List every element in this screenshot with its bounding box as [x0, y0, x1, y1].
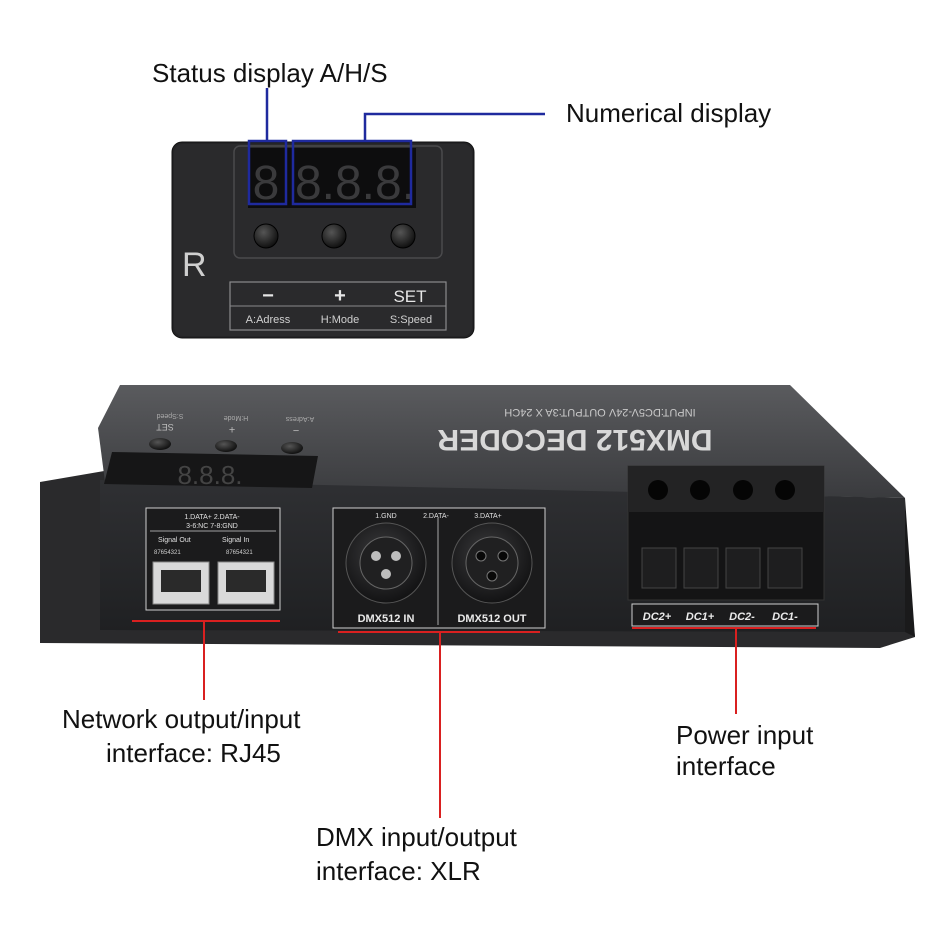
top-mode-label: H:Mode	[224, 414, 249, 421]
top-minus-button[interactable]	[149, 438, 171, 450]
top-speed-label: S:Speed	[156, 412, 183, 419]
set-button-symbol: SET	[393, 287, 426, 306]
status-display-callout: Status display A/H/S	[152, 58, 388, 88]
plus-button[interactable]	[321, 223, 347, 249]
status-digit: 8	[253, 157, 280, 210]
rj45-in-pins: 87654321	[226, 550, 253, 556]
device-title: DMX512 DECODER	[437, 423, 712, 456]
control-panel-closeup: 8 8.8.8. R − + SET A:Adress H:Mode S:Spe…	[171, 139, 475, 339]
power-dc1-plus-label: DC1+	[686, 611, 715, 623]
address-mode-label: A:Adress	[246, 314, 291, 326]
power-dc2-minus-label: DC2-	[729, 611, 755, 623]
dmx-in-label: DMX512 IN	[358, 613, 415, 625]
power-interface-callout-line1: Power input	[676, 720, 814, 750]
minus-button-symbol: −	[262, 285, 274, 307]
numerical-display-callout: Numerical display	[566, 98, 772, 128]
rj45-pin-header-1: 1.DATA+ 2.DATA-	[184, 514, 240, 521]
top-set-button[interactable]	[281, 442, 303, 454]
dmx-interface-callout-line1: DMX input/output	[316, 822, 517, 852]
top-minus-label: −	[293, 424, 299, 436]
numerical-display-highlight-box	[291, 139, 413, 206]
numerical-digits: 8.8.8.	[295, 157, 415, 210]
device-spec-line: INPUT:DC5V-24V OUTPUT:3A X 24CH	[504, 406, 695, 418]
speed-label: S:Speed	[390, 314, 432, 326]
brand-letter: R	[182, 246, 207, 284]
top-plus-label: +	[229, 423, 235, 435]
top-display-digits: 8.8.8.	[177, 460, 242, 490]
minus-button[interactable]	[253, 223, 279, 249]
dmx-interface-callout-line2: interface: XLR	[316, 856, 481, 886]
xlr-pin2-label: 2.DATA-	[423, 513, 449, 520]
terminal-screw-2[interactable]	[690, 480, 710, 500]
mode-label: H:Mode	[321, 314, 360, 326]
plus-button-symbol: +	[334, 285, 346, 307]
rj45-interface: 1.DATA+ 2.DATA- 3-6:NC 7-8:GND Signal Ou…	[145, 507, 281, 611]
power-terminal-block: DC2+ DC1+ DC2- DC1-	[627, 465, 825, 627]
power-dc1-minus-label: DC1-	[772, 611, 798, 623]
red-leader-lines	[132, 620, 816, 818]
rj45-out-pins: 87654321	[154, 550, 181, 556]
network-interface-callout-line2: interface: RJ45	[106, 738, 281, 768]
xlr-pin1-label: 1.GND	[375, 513, 396, 520]
terminal-screw-3[interactable]	[733, 480, 753, 500]
top-address-label: A:Adress	[285, 415, 314, 422]
terminal-screw-1[interactable]	[648, 480, 668, 500]
rj45-signal-out-label: Signal Out	[158, 537, 191, 544]
rj45-pin-header-2: 3-6:NC 7-8:GND	[186, 523, 238, 530]
power-dc2-plus-label: DC2+	[643, 611, 672, 623]
rj45-signal-in-label: Signal In	[222, 537, 249, 544]
network-interface-callout-line1: Network output/input	[62, 704, 301, 734]
xlr-pin3-label: 3.DATA+	[474, 513, 502, 520]
display-bezel	[233, 145, 443, 259]
power-interface-callout-line2: interface	[676, 751, 776, 781]
led-display-window	[248, 148, 416, 208]
top-plus-button[interactable]	[215, 440, 237, 452]
blue-leader-lines	[265, 88, 545, 141]
top-set-label: SET	[156, 422, 174, 432]
dmx-out-label: DMX512 OUT	[457, 613, 526, 625]
set-button[interactable]	[390, 223, 416, 249]
terminal-screw-4[interactable]	[775, 480, 795, 500]
xlr-interface: 1.GND 2.DATA- 3.DATA+ DMX512 IN DMX512 O…	[332, 507, 546, 629]
decoder-device: DMX512 DECODER INPUT:DC5V-24V OUTPUT:3A …	[40, 385, 915, 648]
